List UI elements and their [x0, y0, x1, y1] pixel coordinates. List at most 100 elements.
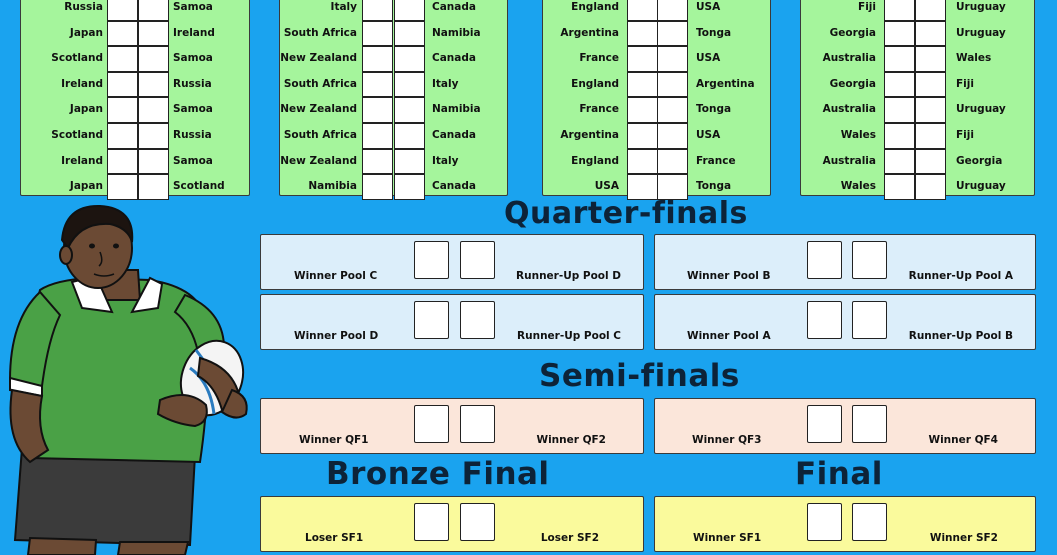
score-box[interactable]: [107, 71, 138, 98]
score-box[interactable]: [807, 503, 842, 541]
score-box[interactable]: [915, 71, 946, 98]
score-box[interactable]: [362, 46, 393, 72]
score-box[interactable]: [852, 301, 887, 339]
team-slot: Runner-Up Pool B: [908, 330, 1013, 342]
score-box[interactable]: [657, 20, 688, 47]
team-slot: Winner Pool B: [687, 270, 771, 282]
score-box[interactable]: [138, 123, 169, 149]
score-box[interactable]: [107, 148, 138, 175]
team-away: Canada: [432, 129, 476, 141]
score-box[interactable]: [138, 71, 169, 98]
score-box[interactable]: [884, 71, 915, 98]
team-away: Canada: [432, 180, 476, 193]
score-box[interactable]: [657, 148, 688, 175]
score-box[interactable]: [460, 241, 495, 279]
score-box[interactable]: [414, 241, 449, 279]
team-away: Uruguay: [956, 26, 1006, 39]
score-box[interactable]: [627, 0, 658, 21]
score-box[interactable]: [107, 97, 138, 123]
score-box[interactable]: [807, 241, 842, 279]
score-box[interactable]: [138, 0, 169, 21]
score-box[interactable]: [394, 0, 425, 21]
score-box[interactable]: [107, 46, 138, 72]
score-box[interactable]: [884, 123, 915, 149]
team-away: Tonga: [696, 180, 732, 193]
score-box[interactable]: [657, 71, 688, 98]
score-box[interactable]: [460, 405, 495, 443]
score-box[interactable]: [807, 301, 842, 339]
score-box[interactable]: [394, 20, 425, 47]
score-box[interactable]: [394, 97, 425, 123]
score-box[interactable]: [362, 71, 393, 98]
score-box[interactable]: [627, 46, 658, 72]
score-box[interactable]: [657, 123, 688, 149]
score-box[interactable]: [460, 503, 495, 541]
score-box[interactable]: [915, 46, 946, 72]
score-box[interactable]: [107, 123, 138, 149]
score-box[interactable]: [138, 148, 169, 175]
score-box[interactable]: [138, 20, 169, 47]
team-away: Fiji: [956, 77, 974, 90]
score-box[interactable]: [107, 20, 138, 47]
score-box[interactable]: [915, 20, 946, 47]
score-box[interactable]: [414, 405, 449, 443]
score-box[interactable]: [362, 97, 393, 123]
team-home: France: [579, 52, 619, 65]
score-box[interactable]: [627, 20, 658, 47]
score-box[interactable]: [362, 148, 393, 175]
team-home: Fiji: [858, 1, 876, 13]
score-box[interactable]: [915, 97, 946, 123]
score-box[interactable]: [138, 46, 169, 72]
score-box[interactable]: [414, 301, 449, 339]
score-box[interactable]: [852, 503, 887, 541]
score-box[interactable]: [138, 97, 169, 123]
score-box[interactable]: [657, 174, 688, 200]
score-box[interactable]: [362, 0, 393, 21]
score-box[interactable]: [362, 20, 393, 47]
score-box[interactable]: [915, 123, 946, 149]
score-box[interactable]: [627, 97, 658, 123]
score-box[interactable]: [362, 174, 393, 200]
score-box[interactable]: [915, 174, 946, 200]
score-box[interactable]: [627, 71, 658, 98]
quarter-final-4: Winner Pool A Runner-Up Pool B: [654, 294, 1036, 350]
team-home: New Zealand: [280, 154, 357, 167]
score-box[interactable]: [852, 405, 887, 443]
team-slot: Winner Pool C: [294, 270, 378, 282]
score-box[interactable]: [657, 46, 688, 72]
score-box[interactable]: [884, 20, 915, 47]
team-slot: Runner-Up Pool A: [908, 270, 1013, 282]
score-box[interactable]: [852, 241, 887, 279]
score-box[interactable]: [807, 405, 842, 443]
score-box[interactable]: [394, 71, 425, 98]
score-box[interactable]: [394, 148, 425, 175]
score-box[interactable]: [657, 0, 688, 21]
score-box[interactable]: [915, 0, 946, 21]
team-home: Argentina: [560, 26, 619, 39]
score-box[interactable]: [884, 46, 915, 72]
score-box[interactable]: [394, 46, 425, 72]
score-box[interactable]: [394, 174, 425, 200]
score-box[interactable]: [657, 97, 688, 123]
score-box[interactable]: [884, 174, 915, 200]
score-box[interactable]: [107, 0, 138, 21]
score-box[interactable]: [394, 123, 425, 149]
team-home: Australia: [822, 154, 876, 167]
score-box[interactable]: [884, 97, 915, 123]
score-box[interactable]: [884, 148, 915, 175]
score-box[interactable]: [915, 148, 946, 175]
score-box[interactable]: [138, 174, 169, 200]
score-box[interactable]: [627, 148, 658, 175]
score-box[interactable]: [414, 503, 449, 541]
score-box[interactable]: [884, 0, 915, 21]
score-box[interactable]: [460, 301, 495, 339]
score-box[interactable]: [107, 174, 138, 200]
score-box[interactable]: [362, 123, 393, 149]
score-box[interactable]: [627, 123, 658, 149]
